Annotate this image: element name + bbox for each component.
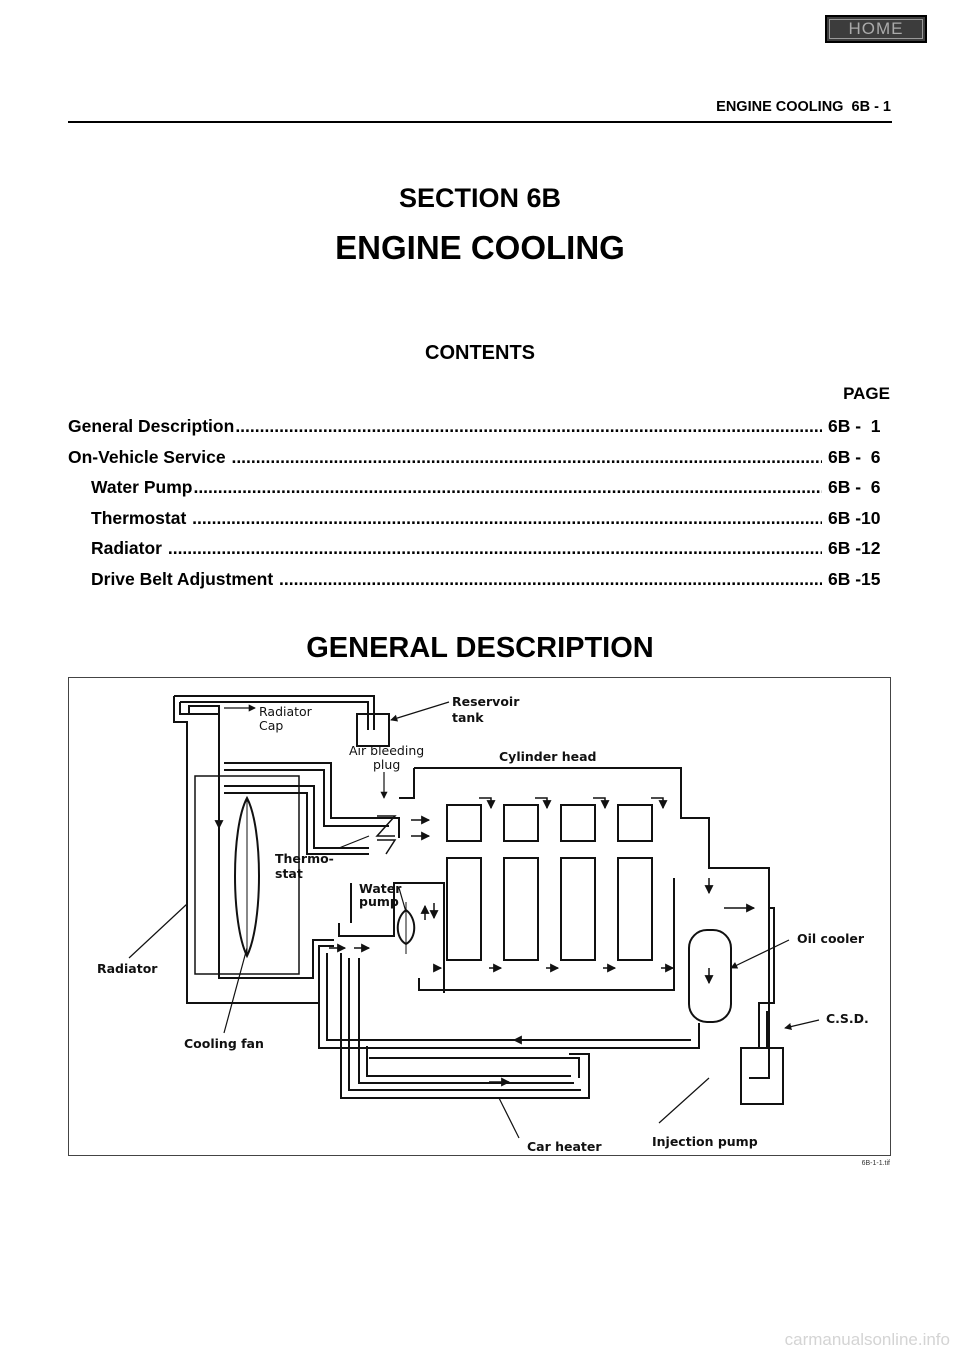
flow-arrows bbox=[214, 797, 756, 1087]
leader-lines bbox=[128, 701, 820, 1139]
cooling-diagram-drawing: Radiator Cap Reservoir tank Air bleeding… bbox=[97, 694, 869, 1154]
toc-entry-title: Drive Belt Adjustment bbox=[91, 568, 274, 589]
page-column-label: PAGE bbox=[843, 384, 890, 403]
radiator-shape bbox=[173, 695, 375, 1004]
home-button[interactable]: HOME bbox=[825, 15, 927, 43]
toc-entry-general-description[interactable]: General Description ....................… bbox=[68, 416, 892, 447]
lower-return-pipes bbox=[318, 946, 700, 1099]
toc-entry-page: 6B - 6 bbox=[828, 477, 881, 497]
label-water-pump-2: pump bbox=[359, 894, 399, 909]
toc-entry-on-vehicle-service[interactable]: On-Vehicle Service .....................… bbox=[68, 447, 892, 478]
section-number: SECTION 6B bbox=[398, 183, 562, 213]
section-name: ENGINE COOLING bbox=[335, 229, 625, 266]
label-air-bleeding-2: plug bbox=[373, 757, 400, 772]
label-csd: C.S.D. bbox=[826, 1011, 869, 1026]
label-water-pump-1: Water bbox=[359, 881, 402, 896]
toc-leader-dots: ........................................… bbox=[192, 507, 822, 528]
contents-heading: CONTENTS bbox=[425, 342, 535, 364]
toc-leader-dots: ........................................… bbox=[193, 477, 822, 497]
toc-leader-dots: ........................................… bbox=[231, 446, 822, 467]
home-button-label: HOME bbox=[829, 19, 923, 39]
toc-entry-page: 6B -15 bbox=[828, 568, 881, 589]
toc-entry-page: 6B -10 bbox=[828, 507, 881, 528]
reservoir-tank-shape bbox=[356, 713, 390, 747]
toc-entry-title: General Description bbox=[68, 416, 235, 436]
water-pump-shape bbox=[338, 882, 445, 993]
toc-entry-title: Water Pump bbox=[91, 477, 193, 497]
cooling-fan-shape bbox=[234, 795, 260, 959]
toc-entry-page: 6B -12 bbox=[828, 538, 881, 558]
label-air-bleeding-1: Air bleeding bbox=[349, 743, 424, 758]
toc-leader-dots: ........................................… bbox=[167, 538, 822, 558]
table-of-contents: General Description ....................… bbox=[68, 416, 892, 599]
label-car-heater: Car heater bbox=[527, 1139, 602, 1154]
label-reservoir-1: Reservoir bbox=[452, 694, 520, 709]
oil-cooler-shape bbox=[688, 929, 732, 1023]
upper-hose-shape bbox=[224, 762, 400, 855]
label-reservoir-2: tank bbox=[452, 710, 484, 725]
toc-leader-dots: ........................................… bbox=[279, 568, 822, 589]
running-head: ENGINE COOLING 6B - 1 bbox=[716, 99, 891, 115]
toc-entry-page: 6B - 6 bbox=[828, 446, 881, 467]
label-radiator: Radiator bbox=[97, 961, 158, 976]
header-rule bbox=[68, 121, 892, 123]
figure-image-id: 6B-1-1.tif bbox=[861, 1160, 890, 1167]
footer-watermark: carmanualsonline.info bbox=[784, 1330, 950, 1349]
label-thermostat-2: stat bbox=[275, 866, 303, 881]
toc-entry-title: Radiator bbox=[91, 538, 162, 558]
toc-entry-radiator[interactable]: Radiator ...............................… bbox=[68, 538, 892, 569]
general-description-heading: GENERAL DESCRIPTION bbox=[306, 632, 654, 664]
toc-entry-water-pump[interactable]: Water Pump .............................… bbox=[68, 477, 892, 508]
thermostat-symbol bbox=[375, 815, 397, 855]
toc-entry-page: 6B - 1 bbox=[828, 416, 881, 436]
cylinder-head-shape bbox=[399, 767, 770, 1079]
toc-entry-title: Thermostat bbox=[91, 507, 187, 528]
label-radiator-cap-1: Radiator bbox=[259, 704, 313, 719]
label-radiator-cap-2: Cap bbox=[259, 718, 283, 733]
label-thermostat-1: Thermo- bbox=[275, 851, 334, 866]
label-cylinder-head: Cylinder head bbox=[499, 749, 597, 764]
label-injection-pump: Injection pump bbox=[652, 1134, 758, 1149]
label-oil-cooler: Oil cooler bbox=[797, 931, 865, 946]
toc-entry-title: On-Vehicle Service bbox=[68, 446, 226, 467]
toc-entry-drive-belt-adjustment[interactable]: Drive Belt Adjustment ..................… bbox=[68, 569, 892, 600]
injection-pump-shape bbox=[740, 907, 784, 1105]
toc-leader-dots: ........................................… bbox=[235, 416, 822, 436]
toc-entry-thermostat[interactable]: Thermostat .............................… bbox=[68, 508, 892, 539]
label-cooling-fan: Cooling fan bbox=[184, 1036, 264, 1051]
cooling-system-diagram: Radiator Cap Reservoir tank Air bleeding… bbox=[68, 677, 891, 1156]
